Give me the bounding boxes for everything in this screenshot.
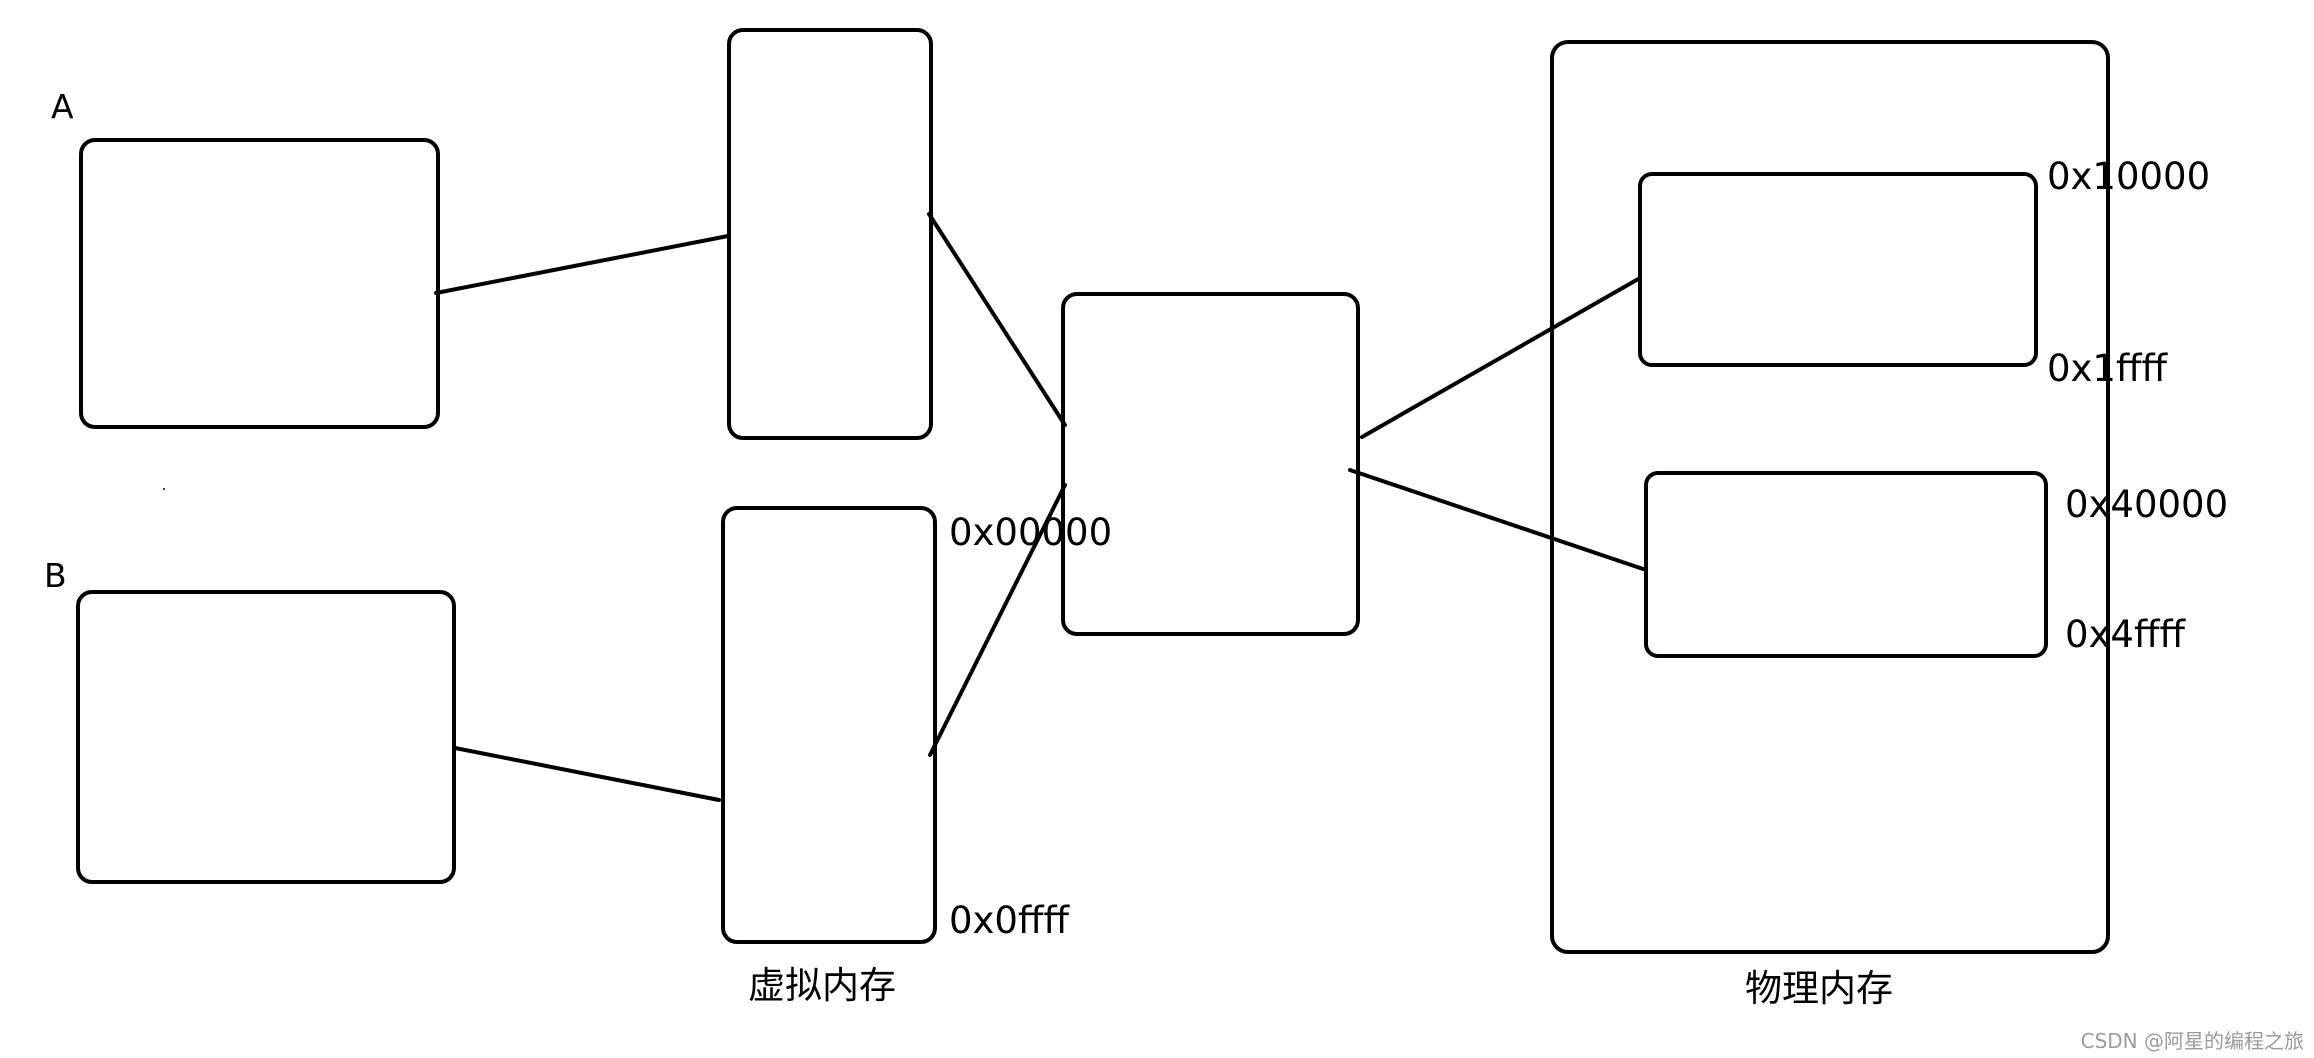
link-virtual-a-to-mapping (927, 212, 1067, 427)
link-mapping-to-block-1 (1360, 276, 1642, 439)
virtual-memory-a-box (727, 28, 933, 440)
link-b-to-virtual (453, 746, 721, 802)
link-a-to-virtual (434, 234, 730, 295)
physical-block-1-end-address: 0x1ffff (2047, 347, 2168, 390)
mapping-box (1061, 292, 1360, 636)
physical-block-1-start-address: 0x10000 (2047, 155, 2210, 198)
physical-block-2-start-address: 0x40000 (2065, 483, 2228, 526)
watermark: CSDN @阿星的编程之旅 (2081, 1029, 2304, 1053)
stray-dot (163, 488, 165, 490)
physical-block-1 (1638, 172, 2038, 367)
physical-memory-title: 物理内存 (1745, 967, 1893, 1010)
link-virtual-b-to-mapping (928, 483, 1067, 757)
process-b-box (76, 590, 456, 884)
virtual-memory-b-box (721, 506, 937, 944)
virtual-start-address: 0x00000 (949, 511, 1112, 554)
process-a-box (79, 138, 440, 429)
process-a-label: A (51, 87, 74, 126)
virtual-end-address: 0x0ffff (949, 899, 1070, 942)
physical-block-2 (1644, 471, 2048, 658)
virtual-memory-title: 虚拟内存 (748, 964, 896, 1007)
link-mapping-to-block-2 (1348, 468, 1648, 572)
physical-block-2-end-address: 0x4ffff (2065, 613, 2186, 656)
process-b-label: B (44, 556, 67, 595)
